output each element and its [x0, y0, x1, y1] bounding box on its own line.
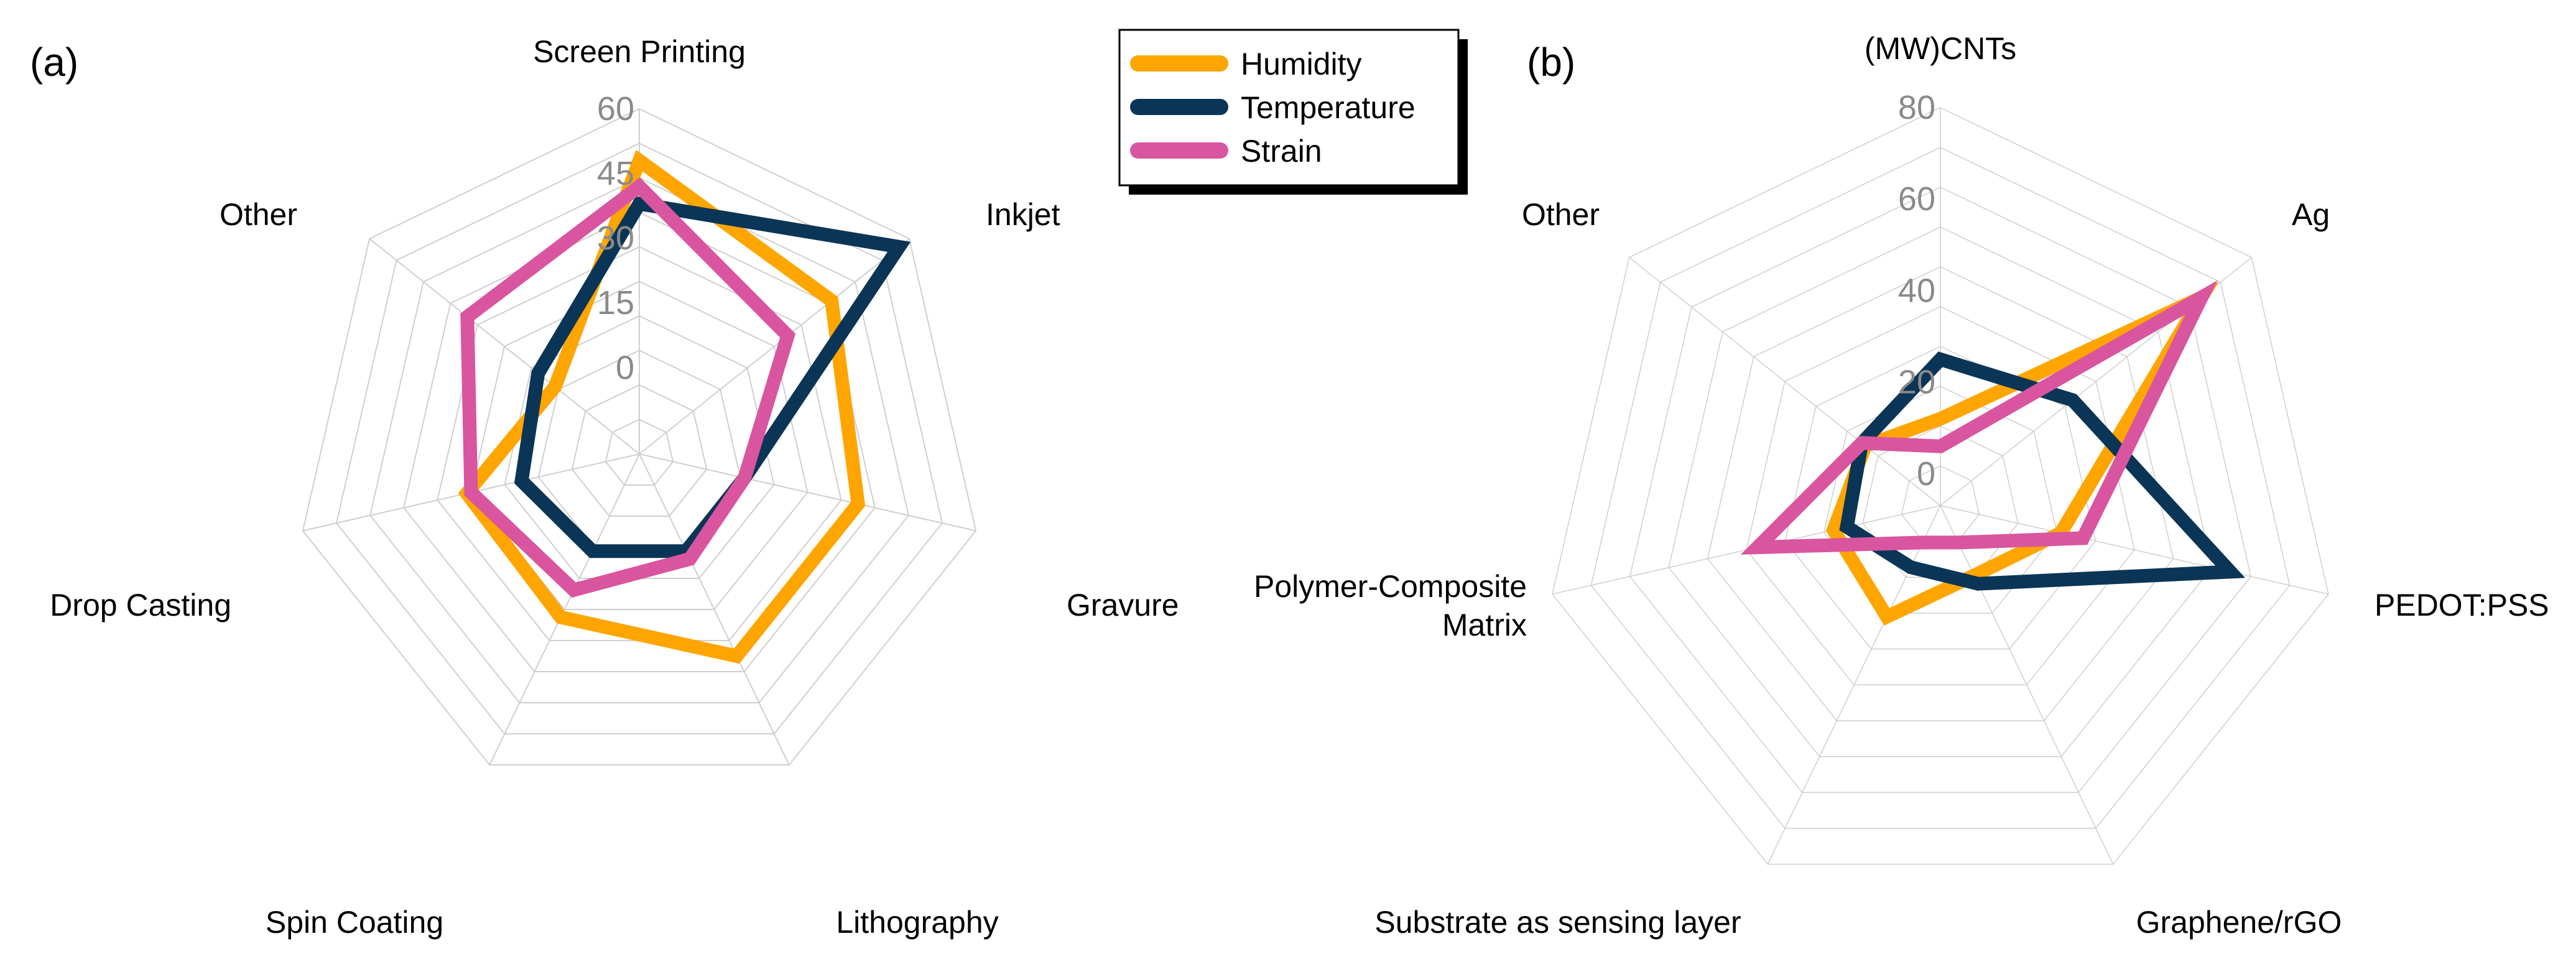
legend-label-temperature: Temperature	[1241, 90, 1415, 125]
series-strain	[1740, 280, 2218, 555]
grid-ring	[1746, 306, 2135, 686]
radial-tick-label: 60	[597, 90, 634, 127]
legend-label-strain: Strain	[1241, 134, 1322, 169]
category-label-mw-cnts: (MW)CNTs	[1865, 31, 2016, 66]
grid-ring	[1823, 386, 2057, 614]
category-label-other: Other	[1522, 197, 1600, 232]
grid-ring	[1629, 187, 2251, 794]
grid-spoke	[639, 238, 910, 455]
radial-tick-label: 20	[1898, 364, 1935, 401]
category-label-screen-printing: Screen Printing	[533, 34, 746, 69]
legend-label-humidity: Humidity	[1241, 47, 1361, 81]
category-label-gravure: Gravure	[1067, 588, 1179, 623]
radial-tick-label: 30	[597, 220, 634, 257]
radial-tick-label: 45	[597, 155, 634, 192]
radial-tick-label: 40	[1898, 272, 1935, 309]
radial-tick-label: 80	[1898, 89, 1935, 126]
panel-label-a: (a)	[30, 40, 78, 85]
grid-spoke	[1940, 505, 2329, 595]
grid-ring	[571, 384, 708, 517]
category-label-drop-casting: Drop Casting	[50, 588, 231, 623]
grid-ring	[302, 108, 977, 766]
grid-ring	[1590, 147, 2291, 829]
category-label-lithography: Lithography	[836, 905, 998, 940]
panel-label-b: (b)	[1527, 40, 1575, 85]
radial-tick-label: 15	[597, 284, 634, 322]
series-temperature	[1839, 351, 2246, 591]
category-label-pedot-pss: PEDOT:PSS	[2374, 588, 2549, 623]
category-label-other: Other	[220, 197, 297, 232]
grid-ring	[1707, 266, 2174, 721]
category-label-ag: Ag	[2292, 197, 2330, 232]
grid-spoke	[1629, 257, 1941, 506]
grid-spoke	[369, 238, 640, 455]
grid-ring	[369, 177, 909, 704]
radar-chart-a: 0 15 30 45 60 Screen PrintingInkjetGravureLi…	[30, 34, 1179, 940]
series-strain	[460, 177, 796, 598]
grid-spoke	[1940, 505, 2114, 864]
grid-spoke	[489, 453, 640, 766]
grid-ring	[1552, 107, 2329, 865]
category-label-inkjet: Inkjet	[986, 197, 1060, 232]
series-humidity	[1825, 282, 2219, 626]
category-label-graphene-rgo: Graphene/rGO	[2136, 905, 2342, 940]
category-label-substrate-as-sensing-layer: Substrate as sensing layer	[1374, 905, 1741, 940]
radial-tick-label: 0	[1917, 455, 1935, 493]
grid-ring	[605, 419, 674, 486]
grid-ring	[335, 142, 943, 735]
category-label-spin-coating: Spin Coating	[266, 905, 443, 940]
grid-spoke	[639, 453, 790, 766]
grid-ring	[1784, 346, 2096, 650]
series-temperature	[514, 196, 911, 558]
grid-spoke	[639, 453, 976, 532]
radial-tick-label: 0	[616, 349, 634, 386]
radial-tick-label: 60	[1898, 180, 1935, 218]
